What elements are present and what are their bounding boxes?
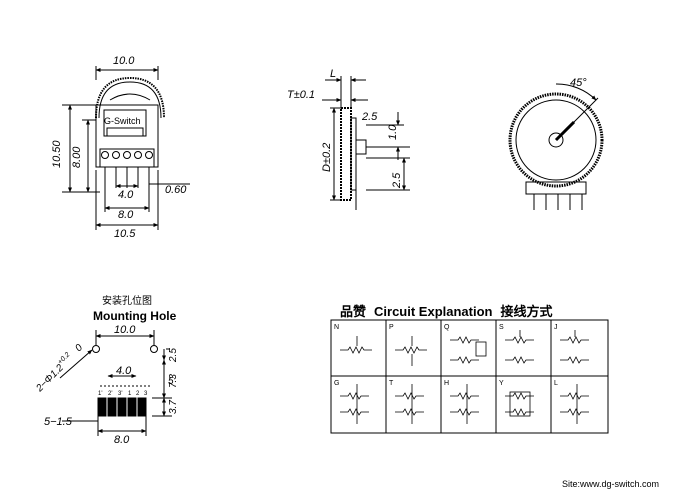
mount-dim-3-7: 3.7 [168,400,179,414]
rear-shaft [548,132,564,148]
dim-height-body: 8.00 [71,146,83,168]
circuit-type-J: J [554,324,558,331]
dim-height-total: 10.50 [51,140,63,168]
rear-wheel-outer [508,92,604,188]
mount-tol-zero: 0 [73,342,85,354]
side-dim-D: D±0.2 [321,143,333,172]
dim-width-bottom: 10.5 [114,228,136,240]
mount-mark-5: 5 [168,376,174,387]
dim-pin-inner: 4.0 [118,189,134,201]
mount-pin-1p: 1' [98,391,102,397]
mounting-title-cn: 安装孔位图 [102,294,152,307]
pin-row [99,148,155,168]
side-dim-2-5-top: 2.5 [361,111,378,123]
circuit-grid [330,319,609,434]
circuit-type-N: N [334,324,339,331]
site-url: Site:www.dg-switch.com [562,479,659,489]
circuit-type-S: S [499,324,504,331]
knurled-wheel [95,76,165,119]
dim-width-top: 10.0 [113,55,135,67]
rear-angle-label: 45° [570,77,587,89]
mount-dim-7-3: 7.3 [168,374,179,388]
mount-dim-bottom: 8.0 [114,434,130,446]
mount-dim-inner: 4.0 [116,365,132,377]
circuit-type-G: G [334,380,339,387]
mounting-title-en: Mounting Hole [93,309,177,323]
mount-pin-3: 3 [144,391,148,397]
mount-pin-2: 2 [136,391,140,397]
circuit-type-P: P [389,324,394,331]
mount-hole-label: 2−Φ1.2+0.2 [32,351,76,395]
circuit-type-H: H [444,380,449,387]
circuit-symbols [340,330,589,424]
side-dim-1-0: 1.0 [387,124,399,140]
circuit-type-Q: Q [444,324,450,331]
mount-dim-2-5: 2.5 [168,348,179,363]
dim-pin-thickness: 0.60 [165,184,187,196]
circuit-type-Y: Y [499,380,504,387]
circuit-type-T: T [389,380,394,387]
circuit-title-en: Circuit Explanation [374,304,493,319]
dim-pin-span: 8.0 [118,209,134,221]
mount-dim-slot: 5−1.5 [44,416,73,428]
rear-view [508,83,604,210]
side-dim-2-5-bottom: 2.5 [391,172,403,189]
side-dim-L: L [330,68,336,80]
mounting-diagram [59,330,172,436]
front-view [62,66,190,230]
side-wheel [340,107,352,201]
circuit-type-L: L [554,380,558,387]
mount-dim-width: 10.0 [114,324,136,336]
mount-pin-3p: 3' [118,391,122,397]
mount-pin-2p: 2' [108,391,112,397]
circuit-title-cn2: 接线方式 [500,304,552,319]
side-view [322,76,410,210]
brand-label: G-Switch [104,116,141,126]
circuit-title-cn1: 品赞 [340,304,366,319]
side-dim-T: T±0.1 [287,89,315,101]
mount-pin-1: 1 [128,391,132,397]
